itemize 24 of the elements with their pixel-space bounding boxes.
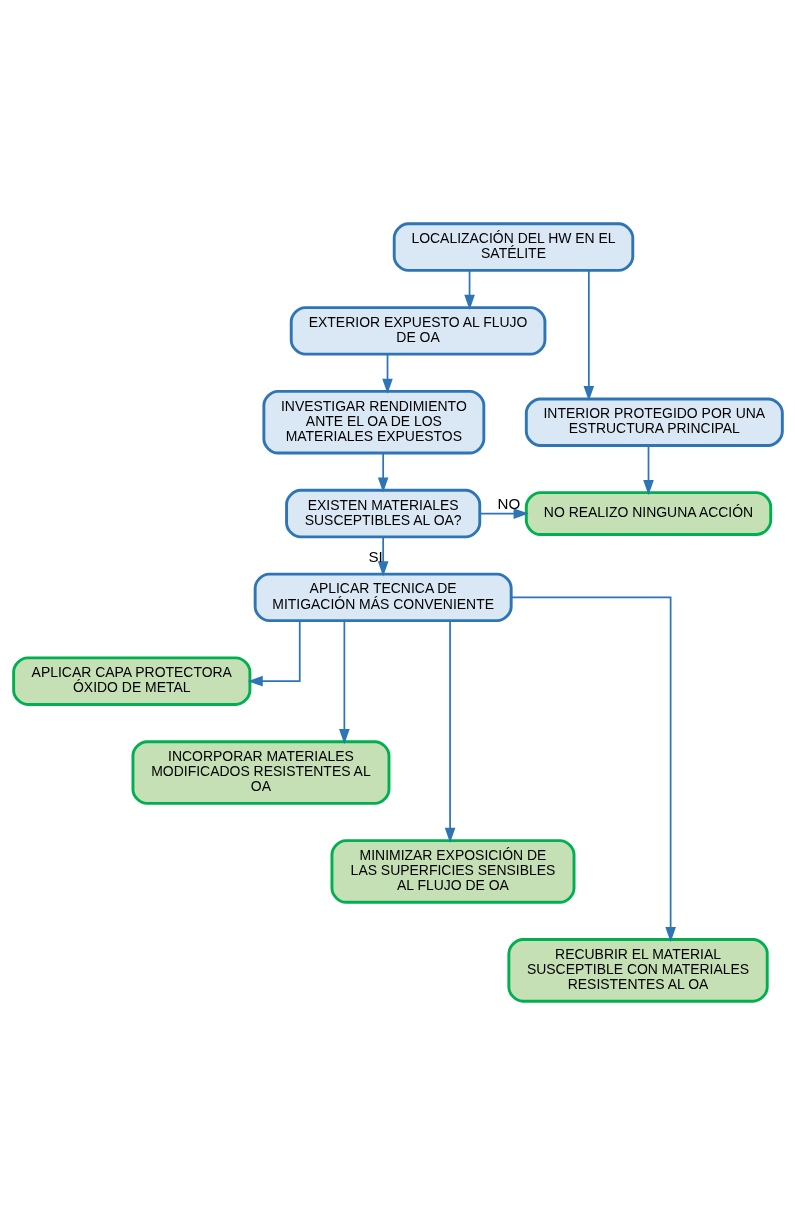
node-box: INTERIOR PROTEGIDO POR UNA ESTRUCTURA PRINCIPAL [524, 397, 784, 447]
arrow [509, 596, 676, 942]
node-box: APLICAR CAPA PROTECTORA ÓXIDO DE METAL [11, 655, 251, 706]
node-box: NO REALIZO NINGUNA ACCIÓN [524, 490, 772, 536]
arrow [642, 444, 654, 495]
node-box: INCORPORAR MATERIALES MODIFICADOS RESISTENTES AL OA [131, 739, 390, 805]
node-box: LOCALIZACIÓN DEL HW EN EL SATÉLITE [392, 221, 634, 272]
arrow [444, 619, 455, 843]
node-box: INVESTIGAR RENDIMIENTO ANTE EL OA DE LOS MATERIALES EXPUESTOS [261, 389, 485, 454]
node-box: APLICAR TECNICA DE MITIGACIÓN MÁS CONVENIENTE [253, 572, 513, 622]
arrow [377, 451, 388, 493]
arrow [583, 269, 594, 401]
node-box: EXTERIOR EXPUESTO AL FLUJO DE OA [289, 305, 546, 356]
edge-label: NO [497, 494, 520, 512]
arrow [377, 535, 388, 576]
arrow [381, 353, 393, 394]
node-box: RECUBRIR EL MATERIAL SUSCEPTIBLE CON MATERIALES RESISTENTES AL OA [506, 937, 769, 1003]
arrow [463, 269, 475, 310]
node-box: MINIMIZAR EXPOSICIÓN DE LAS SUPERFICIES SENSIBLES AL FLUJO DE OA [330, 838, 575, 904]
arrow [338, 619, 350, 744]
node-box: EXISTEN MATERIALES SUSCEPTIBLES AL OA? [284, 488, 481, 538]
arrow [478, 507, 529, 519]
edge-label: SI [367, 547, 383, 565]
arrow [247, 619, 301, 686]
